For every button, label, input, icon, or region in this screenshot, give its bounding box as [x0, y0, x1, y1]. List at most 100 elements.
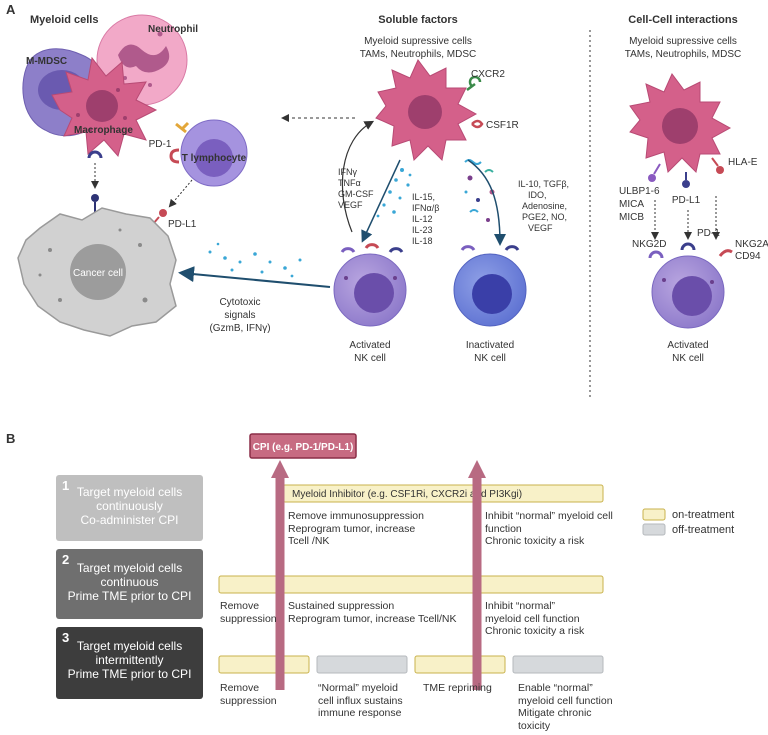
factor-mid-1: IL-15,	[412, 192, 435, 202]
hlae-ligand-icon	[716, 166, 724, 174]
cc-nk-label-2: NK cell	[672, 353, 704, 364]
cancer-cell-icon	[17, 207, 177, 337]
row3-bar-off-1	[316, 655, 408, 674]
row1-mid-3: Tcell /NK	[288, 535, 330, 547]
t-lymphocyte-label: T lymphocyte	[182, 153, 247, 164]
row3-c-text: TME repriming	[423, 682, 492, 695]
cytotoxic-label-1: Cytotoxic	[219, 297, 260, 308]
row1-mid-1: Remove immunosuppression	[288, 510, 424, 522]
pdl1-label: PD-L1	[168, 219, 197, 230]
cc-nkg2a-label-2: CD94	[735, 251, 761, 262]
macrophage-receptor-icon	[87, 150, 103, 159]
strategy-1-line-2: continuously	[96, 499, 163, 513]
cc-pdl1-label: PD-L1	[672, 195, 701, 206]
strategy-3-line-3: Prime TME prior to CPI	[67, 667, 192, 681]
cc-activated-nk-cell-icon	[651, 255, 725, 329]
row3-d-4: toxicity	[518, 719, 551, 732]
cxcr2-label: CXCR2	[471, 69, 505, 80]
t-lymphocyte-cell-icon	[180, 119, 248, 187]
pd1-receptor-icon	[169, 148, 180, 164]
row2-left-1: Remove	[220, 600, 260, 612]
row2-right-2: myeloid cell function	[485, 612, 580, 625]
soluble-sub-1: Myeloid supressive cells	[364, 36, 472, 47]
activated-nk-label-1: Activated	[349, 340, 390, 351]
inactivated-nk-cell-icon	[453, 253, 527, 327]
strategy-2-line-3: Prime TME prior to CPI	[67, 589, 192, 603]
strategy-2-number: 2	[62, 552, 70, 567]
row1-mid-text: Remove immunosuppression Reprogram tumor…	[288, 510, 424, 548]
factor-left-1: IFNγ	[338, 167, 357, 177]
row3-b-text: “Normal” myeloid cell influx sustains im…	[318, 682, 403, 720]
row3-bar-on-1	[218, 655, 310, 674]
macrophage-cell-icon	[51, 56, 158, 158]
row1-right-2: function	[485, 522, 522, 535]
cxcr2-receptor-icon	[466, 75, 482, 91]
row3-bar-off-2	[512, 655, 604, 674]
legend-off-label: off-treatment	[672, 524, 734, 536]
ulbp-ligand-icon	[648, 174, 656, 182]
row2-mid-1: Sustained suppression	[288, 600, 395, 612]
strategy-1-number: 1	[62, 478, 70, 493]
row2-mid-text: Sustained suppression Reprogram tumor, i…	[288, 600, 456, 625]
factor-left-3: GM-CSF	[338, 189, 374, 199]
soluble-sub-2: TAMs, Neutrophils, MDSC	[360, 49, 477, 60]
row1-right-text: Inhibit “normal” myeloid cell function C…	[485, 510, 613, 548]
cc-nkg2d-label: NKG2D	[632, 239, 666, 250]
cancer-ligand-icon	[91, 194, 99, 202]
row2-right-3: Chronic toxicity a risk	[485, 625, 585, 637]
factor-mid-5: IL-18	[412, 236, 433, 246]
suppressive-to-activated-nk-arrow	[361, 159, 401, 243]
strategy-1-line-3: Co-administer CPI	[80, 513, 179, 527]
panel-a-label: A	[6, 2, 16, 17]
cc-nkg2a-label-1: NKG2A/	[735, 239, 768, 250]
cc-nk-label-1: Activated	[667, 340, 708, 351]
suppressive-myeloid-cell-icon	[375, 59, 478, 162]
factor-left-2: TNFα	[338, 178, 361, 188]
row3-d-text: Enable “normal” myeloid cell function Mi…	[518, 682, 613, 732]
pdl1-ligand-icon	[159, 209, 167, 217]
row2-right-1: Inhibit “normal”	[485, 600, 556, 612]
row2-mid-2: Reprogram tumor, increase Tcell/NK	[288, 612, 457, 625]
cytotoxic-arrow	[178, 266, 331, 288]
row3-d-1: Enable “normal”	[518, 682, 593, 694]
mmdsc-label: M-MDSC	[26, 56, 67, 67]
activated-nk-label-2: NK cell	[354, 353, 386, 364]
cpi-label: CPI (e.g. PD-1/PD-L1)	[253, 442, 354, 453]
factor-mid-3: IL-12	[412, 214, 433, 224]
cc-suppressive-cell-icon	[629, 73, 732, 174]
macrophage-label: Macrophage	[74, 125, 133, 136]
row3-b-2: cell influx sustains	[318, 694, 403, 707]
row3-b-3: immune response	[318, 707, 402, 719]
t-cell-receptor-icon	[175, 121, 190, 134]
strategy-3-line-1: Target myeloid cells	[76, 639, 183, 653]
cellcell-sub-1: Myeloid supressive cells	[629, 36, 737, 47]
header-cellcell: Cell-Cell interactions	[628, 14, 737, 26]
strategy-box-3: 3 Target myeloid cells intermittently Pr…	[56, 627, 203, 699]
cc-ligand-2: MICA	[619, 199, 644, 210]
row2-right-text: Inhibit “normal” myeloid cell function C…	[485, 600, 584, 638]
row1-right-3: Chronic toxicity a risk	[485, 535, 585, 547]
t-cell-arrow	[168, 179, 193, 208]
factor-mid-4: IL-23	[412, 225, 433, 235]
row2-left-2: suppression	[220, 612, 277, 625]
legend-on-swatch	[642, 508, 666, 521]
cc-pd1-label: PD-1	[697, 228, 720, 239]
strategy-3-number: 3	[62, 630, 70, 645]
cytotoxic-label-3: (GzmB, IFNγ)	[209, 323, 270, 334]
row3-d-3: Mitigate chronic	[518, 707, 592, 719]
factor-right-4: PGE2, NO,	[522, 212, 567, 222]
strategy-2-line-1: Target myeloid cells	[76, 561, 183, 575]
factor-right-5: VEGF	[528, 223, 553, 233]
nk-to-suppressive-arrow	[341, 120, 375, 233]
row1-right-1: Inhibit “normal” myeloid cell	[485, 510, 613, 522]
csf1r-label: CSF1R	[486, 120, 519, 131]
strategy-box-1: 1 Target myeloid cells continuously Co-a…	[56, 475, 203, 541]
strategy-box-2: 2 Target myeloid cells continuous Prime …	[56, 549, 203, 619]
cancer-cell-label: Cancer cell	[73, 268, 123, 279]
row3-d-2: myeloid cell function	[518, 694, 613, 707]
row3-bar-on-2	[414, 655, 506, 674]
factor-left-4: VEGF	[338, 200, 363, 210]
cpi-box	[249, 433, 357, 459]
suppressive-to-inactivated-nk-arrow	[467, 159, 506, 246]
legend-on-label: on-treatment	[672, 509, 734, 521]
